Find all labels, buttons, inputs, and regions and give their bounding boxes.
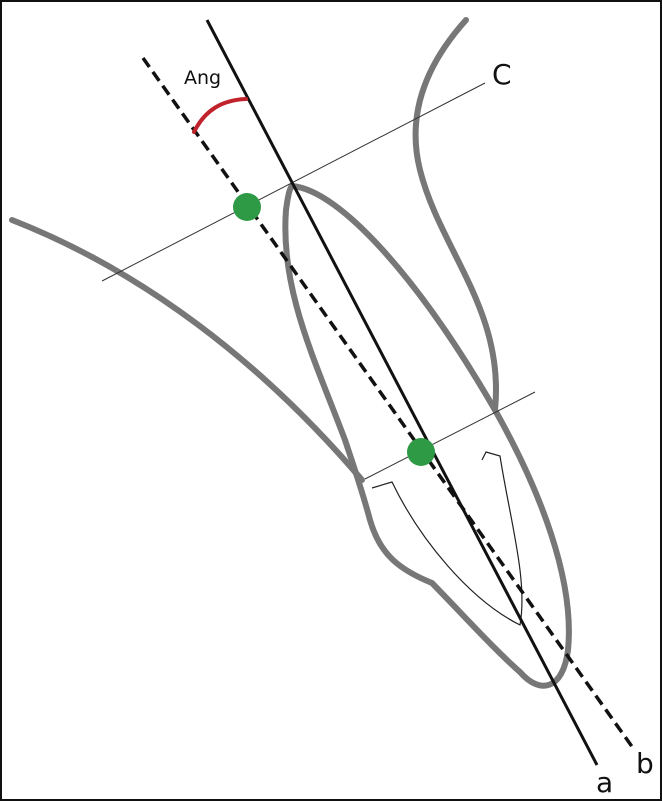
label-line-c: C [492, 58, 512, 91]
adjacent-contour [412, 17, 500, 413]
label-line-b: b [636, 747, 654, 780]
label-angle: Ang [184, 67, 221, 89]
bone-contour [9, 217, 365, 483]
axis-line-b [141, 56, 635, 750]
label-line-a: a [596, 766, 613, 799]
midpoint-marker-upper [233, 193, 261, 221]
root-canal [371, 451, 523, 626]
reference-line-lower [364, 391, 536, 480]
midpoint-marker-lower [407, 438, 435, 466]
angle-arc [192, 97, 248, 134]
reference-line-c [101, 82, 486, 282]
axis-line-a [205, 19, 599, 766]
tooth-outline [282, 183, 572, 689]
